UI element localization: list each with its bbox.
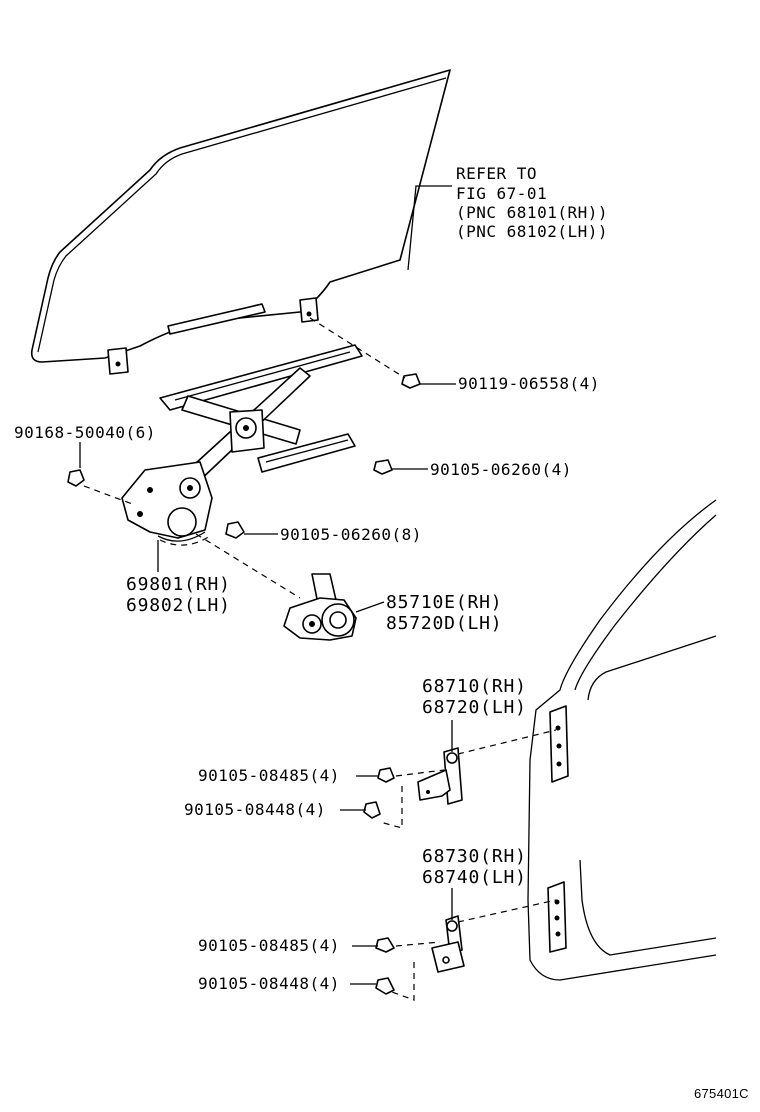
label-upper-bolt-b[interactable]: 90105-08448(4) — [184, 800, 326, 819]
refer-line-2: FIG 67-01 — [456, 184, 548, 203]
figure-id: 675401C — [694, 1086, 749, 1101]
label-regulator-rh[interactable]: 69801(RH) — [126, 574, 231, 595]
bolt-icon — [363, 801, 381, 819]
label-90105-06260-4[interactable]: 90105-06260(4) — [430, 460, 572, 479]
upper-hinge — [417, 747, 463, 805]
label-lower-bolt-a[interactable]: 90105-08485(4) — [198, 936, 340, 955]
label-motor-rh[interactable]: 85710E(RH) — [386, 592, 503, 613]
label-90105-06260-8[interactable]: 90105-06260(8) — [280, 525, 422, 544]
regulator-motor — [283, 573, 357, 641]
label-motor-lh[interactable]: 85720D(LH) — [386, 613, 503, 634]
label-90119-06558[interactable]: 90119-06558(4) — [458, 374, 600, 393]
lower-hinge — [431, 915, 465, 973]
bolt-icons — [67, 373, 421, 995]
label-lower-hinge-rh[interactable]: 68730(RH) — [422, 846, 527, 867]
door-glass — [30, 69, 451, 375]
label-upper-hinge-rh[interactable]: 68710(RH) — [422, 676, 527, 697]
window-regulator — [121, 344, 363, 546]
door-frame — [527, 499, 717, 981]
bolt-icon — [375, 977, 395, 995]
bolt-icon — [67, 469, 85, 487]
refer-line-1: REFER TO — [456, 164, 538, 183]
label-upper-bolt-a[interactable]: 90105-08485(4) — [198, 766, 340, 785]
bolt-icon — [225, 521, 245, 539]
bolt-icon — [377, 767, 395, 783]
label-90168-50040[interactable]: 90168-50040(6) — [14, 423, 156, 442]
bolt-icon — [401, 373, 421, 389]
label-lower-bolt-b[interactable]: 90105-08448(4) — [198, 974, 340, 993]
bolt-icon — [375, 937, 395, 953]
refer-line-3: (PNC 68101(RH)) — [456, 203, 608, 222]
bolt-icon — [373, 459, 393, 475]
label-regulator-lh[interactable]: 69802(LH) — [126, 595, 231, 616]
label-upper-hinge-lh[interactable]: 68720(LH) — [422, 697, 527, 718]
refer-line-4: (PNC 68102(LH)) — [456, 222, 608, 241]
label-lower-hinge-lh[interactable]: 68740(LH) — [422, 867, 527, 888]
